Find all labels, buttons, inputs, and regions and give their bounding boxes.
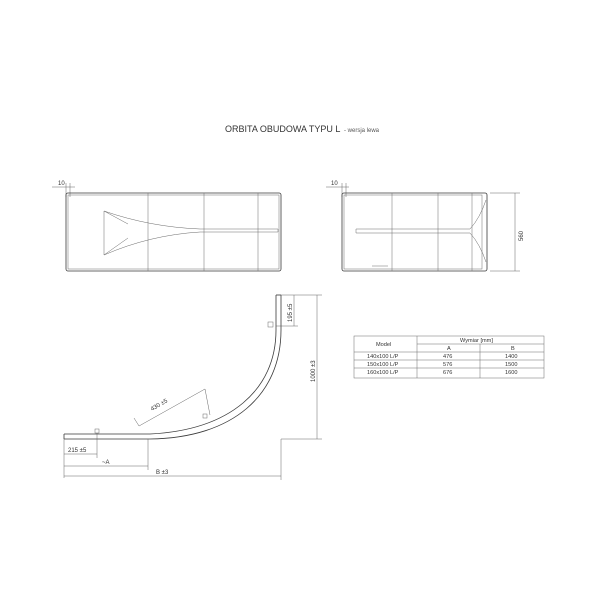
table-header-b: B (511, 346, 515, 352)
plan-inner-contour (64, 295, 282, 440)
table-row-a: 576 (443, 362, 452, 368)
table-row-model: 160x100 L/P (367, 370, 399, 376)
side-panel-outline (341, 192, 488, 272)
table-header-group: Wymiar [mm] (460, 338, 493, 344)
table-row-model: 150x100 L/P (367, 362, 399, 368)
table-outline (353, 335, 545, 379)
table-row-b: 1400 (505, 354, 517, 360)
side-relief-shape (355, 199, 487, 263)
table-row-model: 140x100 L/P (367, 354, 399, 360)
front-panel-inner (67, 194, 280, 270)
dim-b-label: B ±3 (156, 470, 169, 476)
dimension-table: Model Wymiar [mm] A B 140x100 L/P 476 14… (353, 335, 545, 379)
dim-430-line (138, 388, 206, 427)
dim-195-label: 195 ±5 (288, 303, 294, 322)
table-header-model: Model (376, 342, 391, 348)
side-offset-label: 10 (331, 181, 338, 187)
plan-outer-contour (64, 295, 277, 435)
table-row-a: 676 (443, 370, 452, 376)
table-header-a: A (447, 346, 451, 352)
side-panel-inner (343, 194, 483, 270)
dim-430-ext-1 (133, 417, 140, 427)
table-row-b: 1500 (505, 362, 517, 368)
dim-1000-label: 1000 ±3 (311, 360, 317, 382)
front-offset-label: 10 (58, 181, 65, 187)
front-relief-shape (103, 210, 279, 256)
dim-a-label: ~A (102, 460, 110, 466)
plan-view: 195 ±5 1000 ±3 430 ±5 215 ±5 ~A B ±3 (63, 294, 322, 480)
table-row-a: 476 (443, 354, 452, 360)
front-relief-line-2 (103, 237, 129, 256)
plan-joint-mark-mid (202, 413, 208, 419)
front-view: 10 (52, 181, 282, 272)
plan-joint-mark-top (267, 321, 274, 328)
table-row-b: 1600 (505, 370, 517, 376)
front-panel-outline (65, 192, 282, 272)
side-height-label: 560 (519, 230, 525, 241)
side-view: 10 560 (326, 181, 525, 272)
dim-215-label: 215 ±5 (68, 448, 87, 454)
drawing-subtitle: - wersja lewa (344, 128, 380, 134)
plan-joint-mark-left (94, 428, 100, 434)
drawing-title: ORBITA OBUDOWA TYPU L (225, 124, 340, 134)
front-relief-line-1 (103, 210, 129, 225)
dim-430-ext-2 (204, 388, 211, 416)
